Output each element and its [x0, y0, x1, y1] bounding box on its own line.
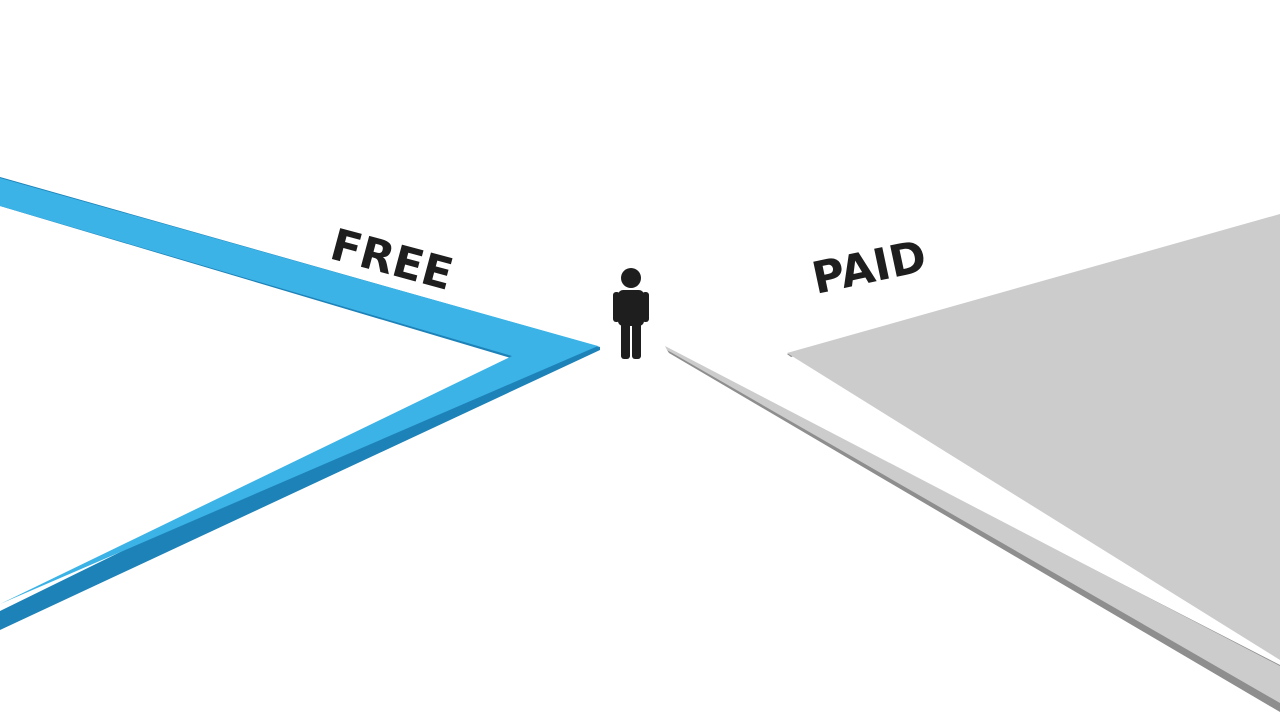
paid-path[interactable]	[665, 180, 1280, 712]
free-path[interactable]	[0, 177, 600, 630]
paid-path-edge	[667, 350, 1280, 712]
paid-path-band	[665, 180, 1280, 703]
person-icon	[613, 268, 649, 359]
paid-label: PAID	[808, 231, 931, 305]
free-path-band	[0, 178, 598, 626]
